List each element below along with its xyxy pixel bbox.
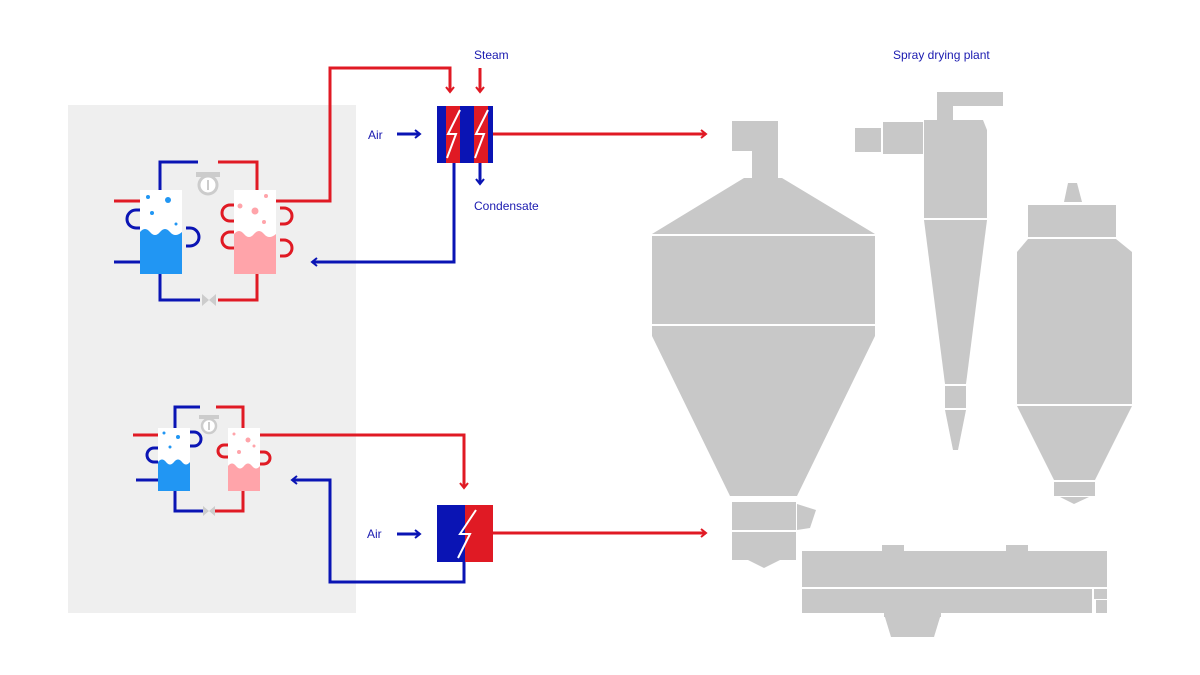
- heat-exchanger-bottom: [437, 505, 493, 562]
- plant-label: Spray drying plant: [893, 48, 990, 62]
- heat-exchanger-top: [437, 106, 493, 163]
- hot-line-top: [276, 66, 455, 203]
- expansion-valve-icon-bottom: [203, 506, 215, 516]
- heat-pump-top: [114, 160, 294, 306]
- return-line-top: [310, 163, 456, 267]
- spray-drying-plant: [652, 92, 1132, 637]
- expansion-valve-icon: [202, 294, 216, 306]
- steam-label: Steam: [474, 48, 509, 62]
- air-label-bottom: Air: [367, 527, 382, 541]
- return-line-bottom: [290, 475, 466, 584]
- condensate-label: Condensate: [474, 199, 539, 213]
- air-label-top: Air: [368, 128, 383, 142]
- heat-pump-bottom: [133, 405, 272, 516]
- hot-line-bottom: [260, 433, 469, 490]
